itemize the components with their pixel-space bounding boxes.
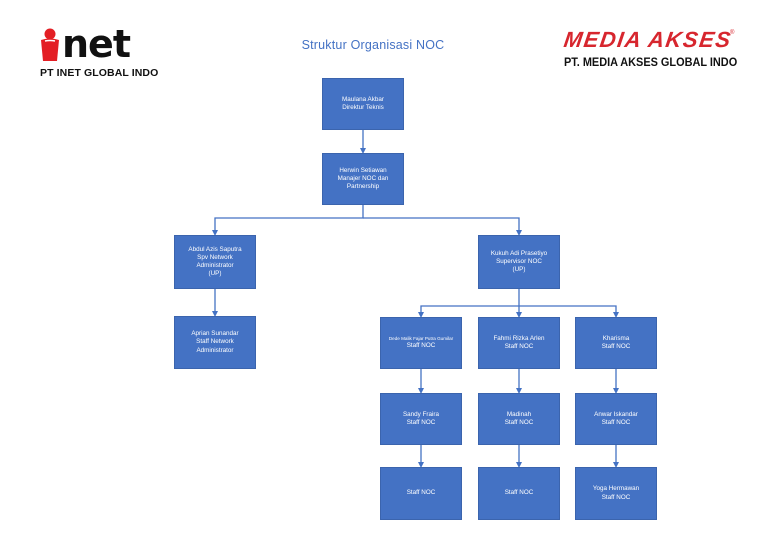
inet-company-name: PT INET GLOBAL INDO <box>40 67 159 79</box>
connector-spv-noc-col1 <box>418 289 520 318</box>
node-staff-kharisma-name: Kharisma <box>602 334 630 342</box>
node-staff-sandy-role: Staff NOC <box>406 419 436 426</box>
node-staff-madinah: Madinah Staff NOC <box>478 393 560 445</box>
node-staff-fahmi-role: Staff NOC <box>504 343 534 350</box>
node-director-role: Direktur Teknis <box>342 104 384 111</box>
inet-logo: net PT INET GLOBAL INDO <box>38 22 188 82</box>
node-spv-network-role-2: Administrator <box>196 262 234 269</box>
node-staff-sandy-name: Sandy Fraira <box>402 410 440 418</box>
inet-i-mark-icon <box>41 28 59 61</box>
node-staff-yoga-role: Staff NOC <box>601 493 631 501</box>
connector-manager-spv-network <box>212 205 364 236</box>
node-staff-yoga-name: Yoga Hermawan <box>592 485 640 493</box>
node-spv-noc: Kukuh Adi Prasetiyo Supervisor NOC (UP) <box>478 235 560 289</box>
node-staff-anwar: Anwar Iskandar Staff NOC <box>575 393 657 445</box>
node-staff-fahmi-name: Fahmi Rizka Arlen <box>493 334 545 342</box>
chart-title: Struktur Organisasi NOC <box>301 38 445 52</box>
node-staff-dede-role: Staff NOC <box>406 341 436 349</box>
node-staff-kharisma: Kharisma Staff NOC <box>575 317 657 369</box>
node-staff-col2-bottom-role: Staff NOC <box>504 489 534 497</box>
node-director: Maulana Akbar Direktur Teknis <box>322 78 404 130</box>
node-staff-col2-bottom: Staff NOC <box>478 467 560 520</box>
node-staff-sandy: Sandy Fraira Staff NOC <box>380 393 462 445</box>
node-staff-network-name: Aprian Sunandar <box>191 330 239 338</box>
node-staff-madinah-name: Madinah <box>506 410 532 418</box>
node-manager-role-2: Partnership <box>346 183 380 191</box>
registered-mark: ® <box>730 30 735 36</box>
connector-spv-noc-col3 <box>519 305 619 318</box>
node-staff-anwar-name: Anwar Iskandar <box>594 410 638 418</box>
node-manager-role-1: Manajer NOC dan <box>337 174 389 182</box>
node-spv-noc-role: Supervisor NOC <box>496 257 542 265</box>
node-spv-noc-name: Kukuh Adi Prasetiyo <box>490 249 548 257</box>
node-staff-network-role-2: Administrator <box>196 346 234 354</box>
node-staff-dede-name: Dede Malik Fajar Putra Gumilar <box>388 335 454 341</box>
node-staff-yoga: Yoga Hermawan Staff NOC <box>575 467 657 520</box>
node-staff-col1-bottom: Staff NOC <box>380 467 462 520</box>
node-staff-madinah-role: Staff NOC <box>504 419 534 426</box>
node-staff-dede: Dede Malik Fajar Putra Gumilar Staff NOC <box>380 317 462 369</box>
connector-manager-spv-noc <box>363 217 522 236</box>
node-spv-network: Abdul Azis Saputra Spv Network Administr… <box>174 235 256 289</box>
node-staff-kharisma-role: Staff NOC <box>601 343 631 350</box>
node-manager: Herwin Setiawan Manajer NOC dan Partners… <box>322 153 404 205</box>
media-akses-logo: MEDIA AKSES ® PT. MEDIA AKSES GLOBAL IND… <box>560 27 740 78</box>
inet-wordmark: net <box>62 22 131 66</box>
node-director-name: Maulana Akbar <box>341 95 384 103</box>
node-staff-fahmi: Fahmi Rizka Arlen Staff NOC <box>478 317 560 369</box>
node-spv-network-unit: (UP) <box>208 270 222 278</box>
node-spv-network-role-1: Spv Network <box>197 253 233 261</box>
node-manager-name: Herwin Setiawan <box>339 166 387 174</box>
node-spv-network-name: Abdul Azis Saputra <box>188 245 242 253</box>
node-staff-anwar-role: Staff NOC <box>601 419 631 426</box>
media-akses-company-name: PT. MEDIA AKSES GLOBAL INDO <box>564 57 738 69</box>
node-staff-col1-bottom-role: Staff NOC <box>406 489 436 497</box>
node-staff-network-role-1: Staff Network <box>196 338 234 346</box>
node-staff-network: Aprian Sunandar Staff Network Administra… <box>174 316 256 369</box>
node-spv-noc-unit: (UP) <box>512 266 526 274</box>
